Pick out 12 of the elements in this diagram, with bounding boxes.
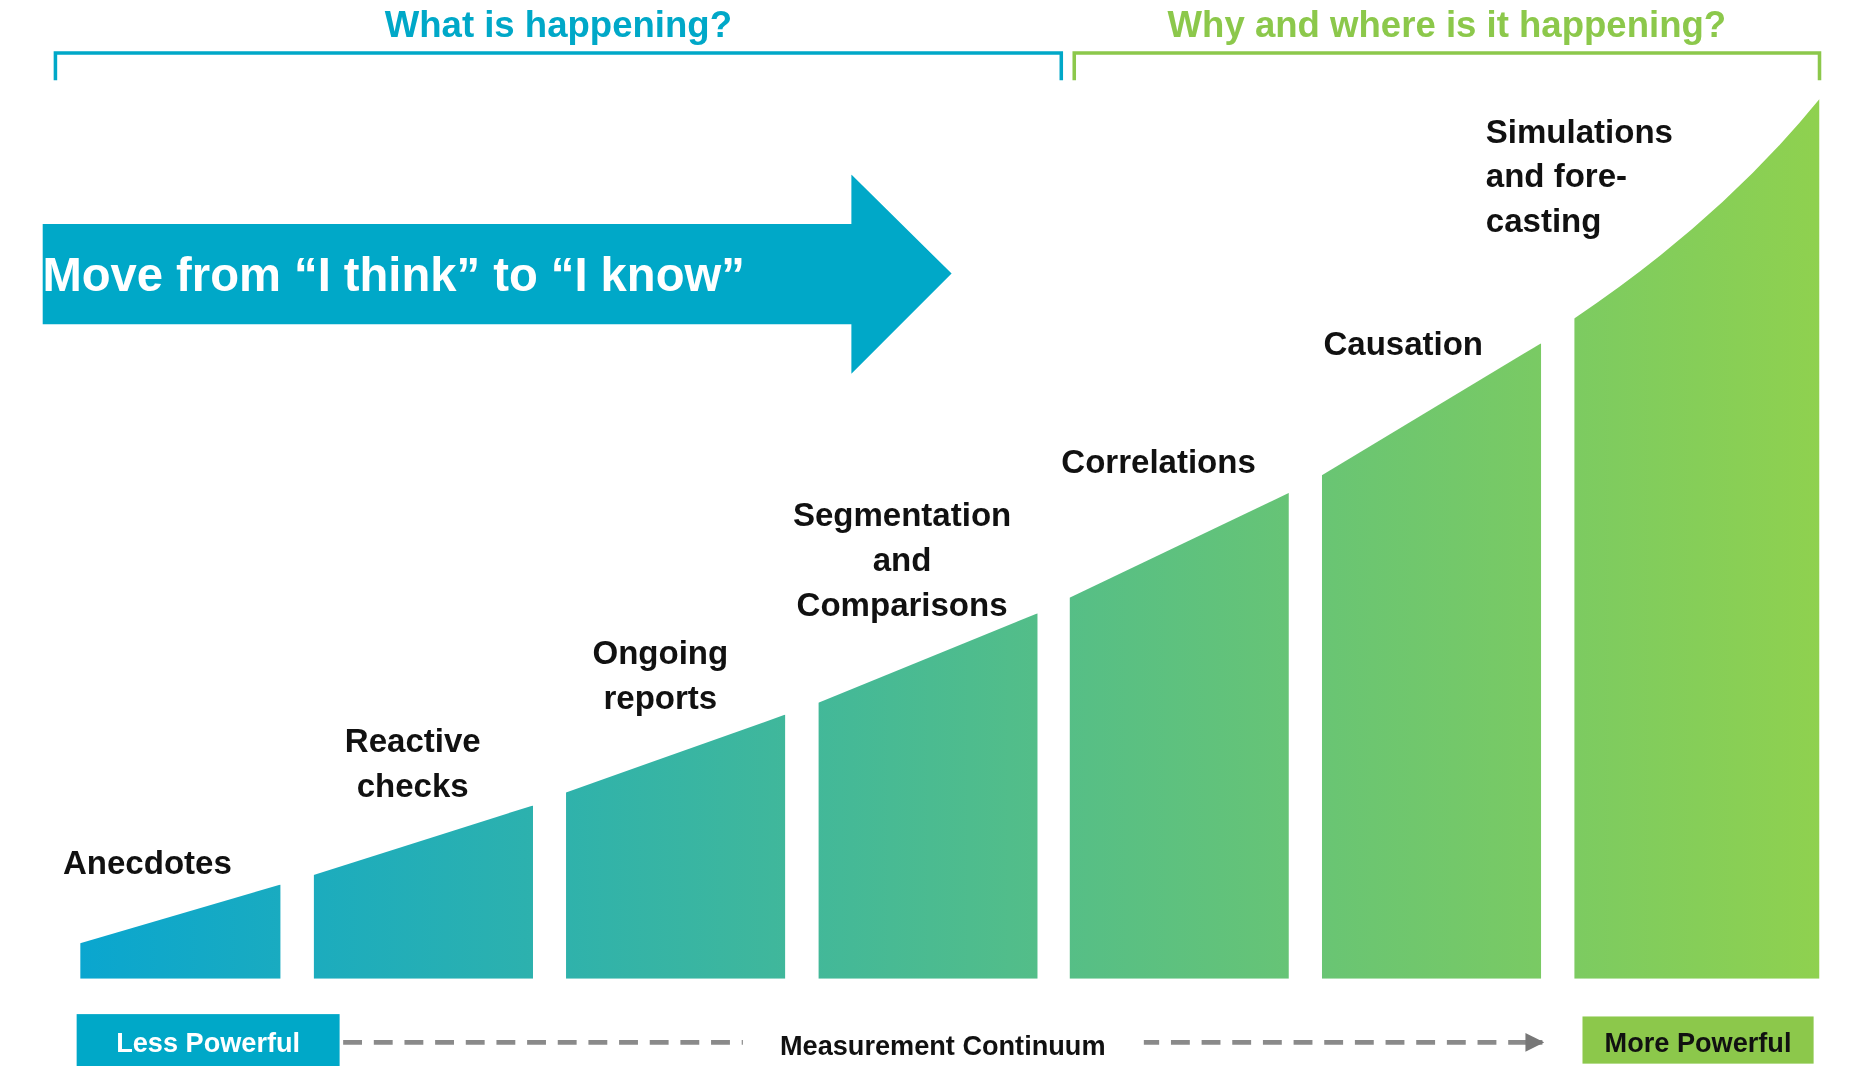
scale-end-label: Less Powerful — [76, 1014, 340, 1066]
banner-text: Move from “I think” to “I know” — [42, 247, 745, 302]
stage-label: Causation — [1322, 324, 1485, 364]
stage-label: Ongoing reports — [591, 633, 730, 718]
scale-end-label: More Powerful — [1582, 1016, 1814, 1064]
stage-label: Reactive checks — [343, 721, 482, 807]
stage-label: Correlations — [1060, 442, 1257, 482]
stage-label: Segmentation and Comparisons — [791, 495, 1013, 625]
stage-label: Simulations and fore-casting — [1485, 112, 1674, 242]
section-heading: What is happening? — [383, 2, 733, 47]
stage-label: Anecdotes — [62, 843, 233, 883]
section-heading: Why and where is it happening? — [1166, 2, 1728, 47]
